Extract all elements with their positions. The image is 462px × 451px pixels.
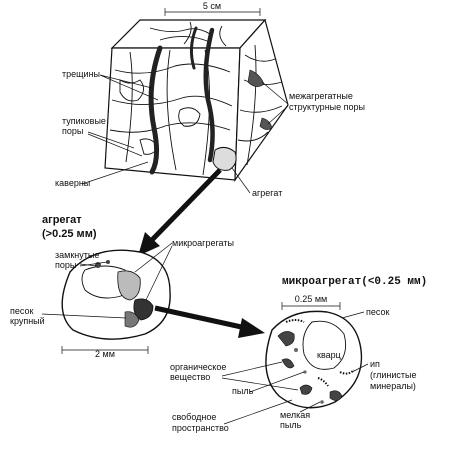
- micro-organic-matter: [277, 331, 343, 401]
- cube-crack-top: [189, 26, 198, 70]
- soil-cube: 5 см: [104, 1, 289, 182]
- label-caverns: каверны: [55, 178, 90, 188]
- cube-crack-left: [148, 45, 163, 175]
- aggregate-scale-label: 2 мм: [95, 349, 115, 359]
- aggregate-microaggregate-1: [81, 265, 129, 299]
- label-fine-dust-1: мелкая: [280, 410, 310, 420]
- micro-clay-minerals: [285, 319, 355, 387]
- cube-front-aggregates: [109, 49, 233, 176]
- label-dead-end-pores-2: поры: [62, 126, 83, 136]
- cube-side-face: [234, 18, 289, 182]
- label-microaggregates: микроагрегаты: [172, 238, 234, 248]
- label-dust: пыль: [232, 386, 254, 396]
- label-aggregate-small: агрегат: [252, 188, 282, 198]
- aggregate-body: [61, 249, 171, 340]
- label-ip-1: ип: [370, 359, 380, 369]
- label-free-space-1: свободное: [172, 412, 216, 422]
- leader-micro-sand: [341, 311, 365, 319]
- aggregate-microaggregate-2: [117, 270, 141, 301]
- label-closed-pores-1: замкнутые: [55, 250, 99, 260]
- aggregate-sand-grain: [124, 311, 140, 328]
- label-organic-2: вещество: [170, 372, 210, 382]
- microaggregate-title: микроагрегат(<0.25 мм): [282, 276, 427, 288]
- leader-dust: [249, 371, 305, 393]
- leader-ip: [351, 363, 369, 373]
- label-free-space-2: пространство: [172, 423, 229, 433]
- label-cracks: трещины: [62, 69, 100, 79]
- cube-crack-right: [203, 27, 215, 163]
- label-organic-1: органическое: [170, 362, 226, 372]
- cube-labels: трещины тупиковые поры каверны межагрега…: [55, 69, 365, 198]
- aggregate-microaggregate-3: [133, 298, 154, 321]
- leader-sand: [41, 313, 127, 319]
- leader-closed-pores: [79, 261, 108, 267]
- arrow-shaft-1: [148, 168, 222, 244]
- arrow-head-1: [138, 232, 160, 256]
- leader-inter-pores: [261, 81, 289, 125]
- label-ip-2: (глинистые: [370, 370, 416, 380]
- aggregate-title-2: (>0.25 мм): [42, 228, 97, 240]
- cube-aggregate-highlight: [212, 146, 237, 171]
- leader-organic: [221, 361, 299, 391]
- leader-dead-end-pores: [87, 131, 143, 157]
- leader-free-space: [223, 399, 293, 425]
- label-inter-pores-2: структурные поры: [289, 102, 365, 112]
- micro-fine-dust: [320, 400, 324, 404]
- micro-quartz-grain: [302, 320, 347, 370]
- microaggregate-section: микроагрегат(<0.25 мм) 0.25 мм песок ква…: [170, 276, 427, 433]
- micro-dust-2: [303, 370, 307, 374]
- label-fine-dust-2: пыль: [280, 420, 302, 430]
- microaggregate-body: [265, 310, 363, 409]
- micro-scale-label: 0.25 мм: [295, 294, 327, 304]
- cube-scale-label: 5 см: [203, 1, 221, 11]
- arrow-cube-to-aggregate: [138, 168, 222, 256]
- leader-microaggregates: [134, 242, 173, 301]
- label-micro-sand: песок: [366, 307, 389, 317]
- aggregate-title-1: агрегат: [42, 214, 82, 226]
- label-dead-end-pores-1: тупиковые: [62, 116, 106, 126]
- aggregate-pore-2: [106, 260, 110, 264]
- label-ip-3: минералы): [370, 381, 416, 391]
- leader-caverns: [81, 161, 149, 185]
- leader-fine-dust: [299, 401, 321, 413]
- label-inter-pores-1: межагрегатные: [289, 91, 353, 101]
- label-sand-1: песок: [10, 306, 33, 316]
- leader-cracks: [99, 74, 159, 101]
- label-sand-2: крупный: [10, 316, 45, 326]
- cube-top-aggregates: [149, 21, 227, 47]
- micro-dust-1: [294, 348, 298, 352]
- label-closed-pores-2: поры: [55, 260, 76, 270]
- arrow-aggregate-to-micro: [154, 305, 265, 338]
- cube-top-face: [110, 19, 267, 49]
- leader-aggregate-small: [231, 167, 251, 194]
- arrow-head-2: [238, 318, 265, 338]
- label-quartz: кварц: [317, 350, 341, 360]
- aggregate-section: агрегат (>0.25 мм) замкнутые поры микроа…: [10, 214, 234, 359]
- arrow-shaft-2: [154, 305, 247, 331]
